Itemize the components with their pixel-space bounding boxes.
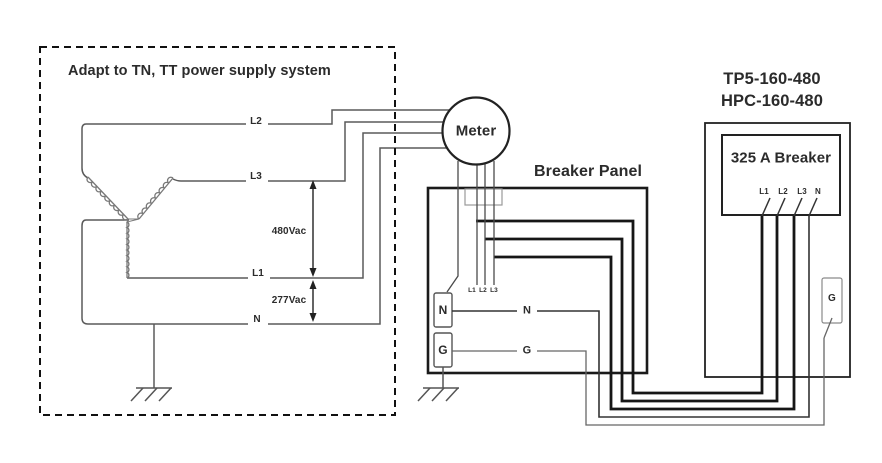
line-l2 — [81, 123, 246, 179]
voltage-label-277: 277Vac — [271, 295, 307, 306]
line-label-l2: L2 — [250, 116, 262, 127]
device-ground-terminal-box — [821, 277, 843, 324]
wire-l3 — [494, 216, 796, 411]
device-terminal-n: N — [815, 187, 821, 196]
meter-circle — [441, 96, 511, 166]
breaker-panel-title: Breaker Panel — [533, 163, 643, 180]
supply-box-title: Adapt to TN, TT power supply system — [68, 62, 331, 79]
device-terminal-l3: L3 — [797, 187, 807, 196]
panel-feeder-label-l2: L2 — [479, 286, 487, 294]
device-breaker-label: 325 A Breaker — [730, 149, 832, 167]
meter-feeder-wires — [446, 161, 495, 293]
meter-junction-block — [464, 188, 503, 206]
device-model-line2: HPC-160-480 — [721, 91, 823, 110]
phase-wires — [476, 216, 796, 411]
supply-system-dashed-box — [39, 46, 396, 416]
line-n — [81, 219, 248, 325]
line-label-l1: L1 — [252, 268, 264, 279]
device-terminal-switches — [761, 197, 818, 217]
panel-neutral-terminal-box — [433, 292, 453, 328]
device-ground-terminal-label: G — [828, 293, 836, 304]
voltage-arrow-277 — [309, 280, 317, 322]
line-n-to-meter — [268, 147, 447, 325]
panel-feeder-label-l1: L1 — [468, 286, 476, 294]
device-breaker-box — [721, 134, 841, 216]
device-terminal-l1: L1 — [759, 187, 769, 196]
ground-bus-wire — [452, 317, 833, 426]
line-l1-to-meter — [270, 132, 444, 279]
neutral-bus-wire — [452, 216, 810, 418]
neutral-wire-label: N — [522, 304, 532, 317]
ground-symbol-supply — [130, 387, 172, 402]
panel-feeder-label-l3: L3 — [490, 286, 498, 294]
feeder-neutral — [446, 161, 459, 293]
wire-l2 — [485, 216, 779, 403]
line-l3 — [172, 178, 246, 182]
wire-l1 — [476, 216, 764, 395]
voltage-arrow-480 — [309, 180, 317, 277]
line-l3-to-meter — [268, 121, 445, 182]
supply-lines — [81, 109, 451, 388]
device-terminal-l2: L2 — [778, 187, 788, 196]
line-label-n: N — [253, 314, 261, 325]
line-l2-to-meter — [268, 109, 451, 125]
meter-label: Meter — [455, 122, 497, 140]
line-label-l3: L3 — [250, 171, 262, 182]
panel-neutral-terminal-label: N — [438, 303, 448, 317]
ground-wire-label: G — [522, 344, 532, 357]
panel-ground-terminal-label: G — [438, 343, 448, 357]
breaker-panel-box — [426, 186, 649, 375]
device-model-line1: TP5-160-480 — [723, 69, 821, 88]
ground-symbol-panel — [417, 367, 459, 402]
transformer-windings — [86, 176, 174, 279]
voltage-label-480: 480Vac — [271, 226, 307, 237]
